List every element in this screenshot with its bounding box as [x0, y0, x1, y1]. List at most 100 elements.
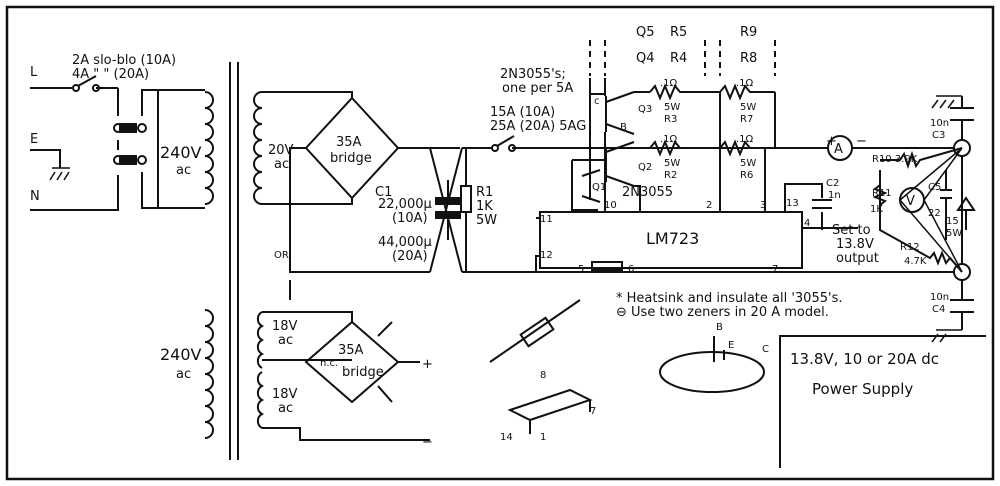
- r3: [649, 83, 720, 101]
- q2-symbol: [605, 141, 635, 187]
- r2-watts: 5W: [664, 158, 680, 169]
- c3-c4-plates: [950, 107, 974, 313]
- ic-pin-3: 3: [760, 200, 766, 211]
- c1-value-20a: 44,000µ: [378, 235, 432, 250]
- bridge-top: [304, 96, 400, 200]
- to3-pin-e: E: [728, 340, 734, 351]
- ammeter-letter: A: [834, 142, 843, 157]
- q5-label: Q5: [636, 25, 655, 40]
- emitter-wiring: [634, 91, 650, 212]
- dip-pin-1: 1: [540, 432, 546, 443]
- transformer-core-top: [229, 62, 239, 300]
- r11-label: R11: [872, 188, 892, 199]
- secondary-18v-b: [256, 371, 265, 429]
- label-n: N: [30, 189, 40, 204]
- switch-contact: [119, 155, 137, 165]
- r12-value: 4.7K: [904, 256, 927, 267]
- r6-watts: 5W: [740, 158, 756, 169]
- ammeter-circle: [827, 135, 853, 161]
- border: [5, 5, 995, 481]
- note-3055-line-1: 2N3055's;: [500, 67, 566, 82]
- c2-plates: [812, 199, 832, 209]
- ammeter-minus: −: [856, 134, 867, 149]
- c1-plate: [435, 197, 461, 205]
- r3-watts: 5W: [664, 102, 680, 113]
- to3-pin-b: B: [716, 322, 723, 333]
- ic-pin-13: 13: [786, 198, 799, 209]
- r12-path: [879, 170, 963, 273]
- ic-pin-4: 4: [804, 218, 810, 229]
- c2-label: C2: [826, 178, 839, 189]
- primary-coil: [204, 91, 214, 205]
- diode-sketch-body: [519, 316, 555, 348]
- title-box: [779, 335, 986, 468]
- bridge-bottom-outputs: [377, 321, 420, 403]
- bridge-bottom-label: bridge: [342, 365, 384, 380]
- r7-value: .1Ω: [736, 78, 754, 89]
- ic-pin-10: 10: [604, 200, 617, 211]
- voltmeter-network: [899, 147, 963, 273]
- r7: [719, 83, 775, 101]
- c1-label: C1: [375, 185, 392, 200]
- r1-label: R1: [476, 185, 493, 200]
- q1-type: 2N3055: [622, 185, 673, 200]
- crossover: [429, 147, 463, 273]
- r11-pot: [872, 184, 888, 206]
- zener-value: 15: [946, 216, 959, 227]
- r5-label: R5: [670, 25, 687, 40]
- secondary-ac-top: ac: [274, 157, 289, 172]
- fuse-out-terminal: [508, 144, 516, 152]
- q1-label: Q1: [592, 182, 606, 193]
- r3-value: .1Ω: [660, 78, 678, 89]
- switch-contact: [119, 123, 137, 133]
- fuse-main-line-1: 2A slo-blo (10A): [72, 53, 176, 68]
- c3-value: 10n: [930, 118, 949, 129]
- bridge-top-rating: 35A: [336, 135, 362, 150]
- base-links: [590, 93, 606, 161]
- r11-value: 1K: [870, 204, 883, 215]
- primary-voltage-bottom: 240V: [160, 345, 202, 364]
- wires: [5, 5, 995, 481]
- r8-label: R8: [740, 51, 757, 66]
- note-line-2: ⊖ Use two zeners in 20 A model.: [616, 305, 829, 320]
- terminal: [113, 123, 123, 133]
- bottom-plus: +: [422, 357, 433, 372]
- q4-label: Q4: [636, 51, 655, 66]
- r9-label: R9: [740, 25, 757, 40]
- c5-label: C5: [928, 182, 941, 193]
- set-line-1: Set to: [832, 223, 871, 238]
- ic-pin-7: 7: [772, 264, 778, 275]
- r1-watts: 5W: [476, 213, 497, 228]
- secondary-18v-a-ac: ac: [278, 333, 293, 348]
- label-e: E: [30, 132, 38, 147]
- transformer-core-bottom: [229, 300, 239, 460]
- to3-pin-c: C: [762, 344, 769, 355]
- fuse-out-terminal: [491, 144, 499, 152]
- bridge-bottom-rating: 35A: [338, 343, 364, 358]
- bridge-bottom: [304, 320, 400, 404]
- c1-plate: [435, 211, 461, 219]
- lm723-left-pins: [535, 217, 540, 272]
- q2-label: Q2: [638, 162, 652, 173]
- bottom-minus: −: [422, 435, 433, 450]
- fuse-out-link: [496, 135, 515, 147]
- text-labels: L E N 2A slo-blo (10A) 4A " " (20A) 240V…: [30, 25, 962, 450]
- to3-pins: [713, 336, 725, 362]
- terminal: [113, 155, 123, 165]
- bridge-bottom-nc: n.c.: [320, 358, 338, 369]
- c1-value-10a: 22,000µ: [378, 197, 432, 212]
- bridge-top-label: bridge: [330, 151, 372, 166]
- pin-b-label: B: [620, 122, 627, 133]
- dip-pin-14: 14: [500, 432, 513, 443]
- r7-watts: 5W: [740, 102, 756, 113]
- lm723-bottom-link: [591, 261, 623, 271]
- r4-label: R4: [670, 51, 687, 66]
- r2-label: R2: [664, 170, 677, 181]
- switch-wiring: [141, 89, 158, 209]
- label-l: L: [30, 65, 38, 80]
- ic-pin-6: 6: [628, 264, 634, 275]
- zener-watts: 5W: [946, 228, 962, 239]
- sense-wiring: [719, 92, 776, 212]
- secondary-18v-a-label: 18V: [272, 319, 298, 334]
